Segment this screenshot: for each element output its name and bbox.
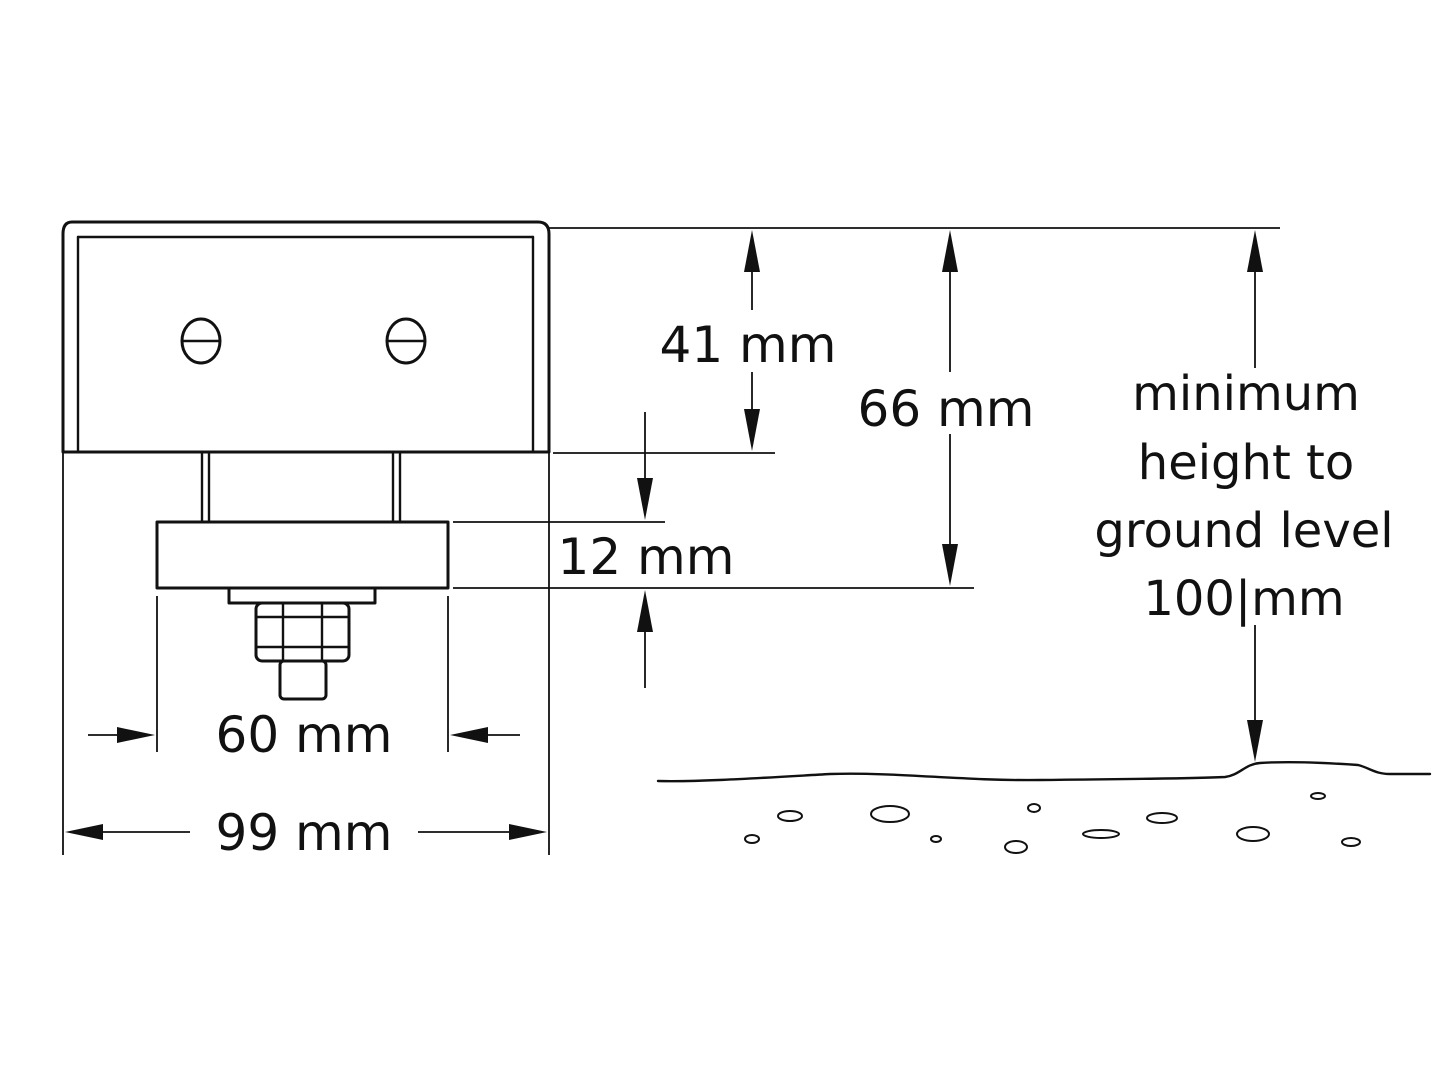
note-line-2: height to	[1138, 435, 1354, 491]
mounting-posts	[200, 450, 402, 524]
dimension-width-base: 60 mm	[88, 706, 520, 764]
dimension-height-base: 12 mm	[558, 412, 735, 688]
note-line-1: minimum	[1132, 366, 1360, 422]
dimension-height-body: 41 mm	[660, 230, 837, 451]
base-plate	[155, 520, 450, 590]
label-66mm: 66 mm	[858, 380, 1035, 438]
label-99mm: 99 mm	[216, 804, 393, 862]
label-60mm: 60 mm	[216, 706, 393, 764]
note-line-4: 100|mm	[1143, 571, 1344, 627]
extension-lines	[62, 227, 1280, 855]
screw-right-icon	[385, 317, 427, 365]
ground-surface-icon	[656, 760, 1432, 854]
dimension-ground-clearance: minimum height to ground level 100|mm	[1094, 230, 1394, 762]
bolt	[278, 659, 328, 701]
dimension-height-overall: 66 mm	[858, 230, 1035, 586]
label-41mm: 41 mm	[660, 316, 837, 374]
screw-left-icon	[180, 317, 222, 365]
label-12mm: 12 mm	[558, 528, 735, 586]
note-line-3: ground level	[1094, 503, 1393, 559]
nut-icon	[254, 601, 351, 663]
washer	[227, 586, 377, 605]
dimension-width-total: 99 mm	[65, 804, 547, 862]
housing	[61, 220, 551, 454]
